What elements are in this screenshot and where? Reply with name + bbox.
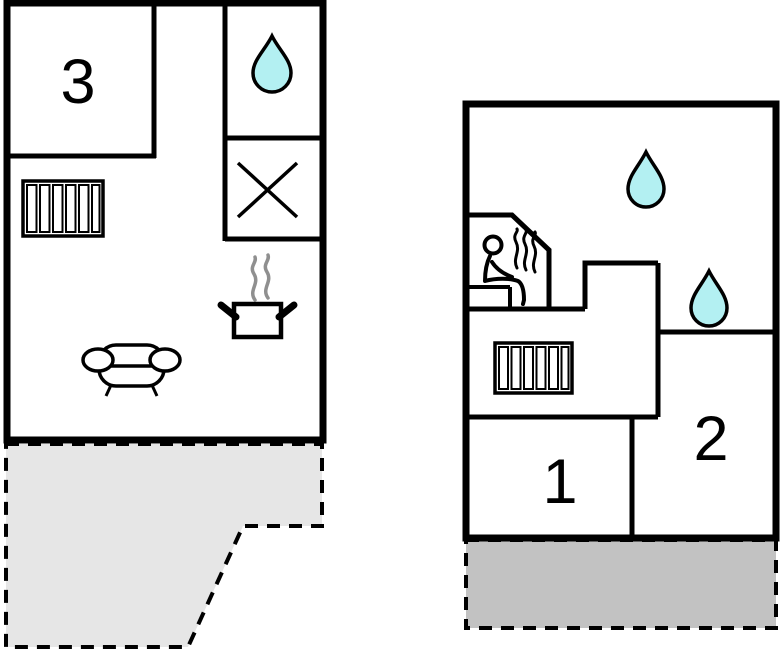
terrace-left (4, 442, 324, 649)
water-drop-icon-bath (689, 267, 729, 328)
sauna-icon (464, 227, 538, 309)
bath-compartment-walls (222, 3, 323, 242)
radiator-icon-right (493, 341, 574, 395)
radiator-icon (21, 179, 105, 238)
sofa-icon (81, 343, 182, 397)
building-right-interior-walls (464, 212, 776, 538)
room-3-walls (7, 3, 157, 159)
sauna-person-icon (482, 234, 526, 306)
cooking-pot-icon (217, 253, 298, 340)
window-cross-icon (236, 161, 299, 219)
water-drop-icon (251, 32, 293, 94)
room-1-label: 1 (542, 447, 577, 517)
building-right-outer-wall (462, 100, 780, 542)
terrace-right (464, 538, 778, 630)
sauna-steam-icon (513, 227, 538, 274)
water-drop-icon-top (626, 148, 666, 209)
pot-steam-icon (250, 253, 271, 302)
room-2-label: 2 (693, 404, 728, 474)
building-right: 1 2 (462, 100, 780, 542)
building-left: 3 (3, 0, 327, 444)
room-3-label: 3 (60, 47, 95, 117)
